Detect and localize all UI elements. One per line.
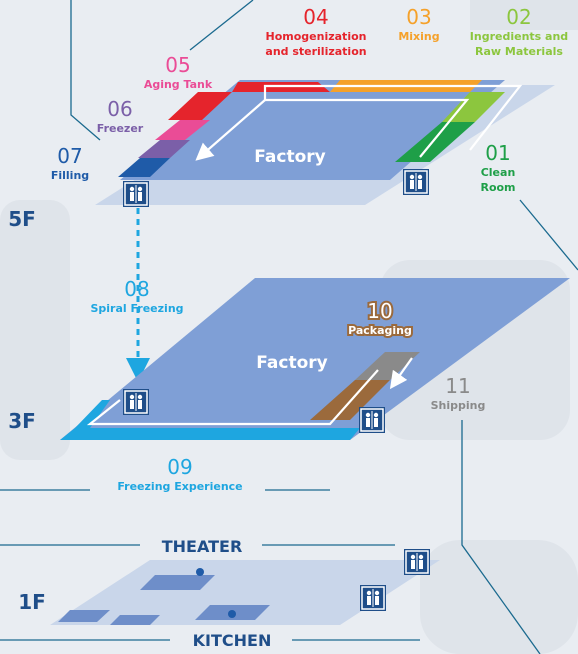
area-factory-3f: Factory xyxy=(256,353,327,373)
area-kitchen: KITCHEN xyxy=(193,631,272,650)
step-label-06: Freezer xyxy=(97,122,144,135)
floor-1f-platform xyxy=(50,560,440,625)
step-label-11: Shipping xyxy=(431,399,486,412)
step-number-11: 11 xyxy=(445,374,470,398)
area-factory-5f: Factory xyxy=(254,147,325,167)
step-label-02: Raw Materials xyxy=(475,45,563,58)
step-number-02: 02 xyxy=(506,5,531,29)
floor-label-3f: 3F xyxy=(8,409,36,433)
area-theater: THEATER xyxy=(162,537,243,556)
elevator-icon xyxy=(360,585,386,611)
step-number-04: 04 xyxy=(303,5,328,29)
elevator-icon xyxy=(403,169,429,195)
labels: 5F3F1FFactoryFactoryTHEATERKITCHEN01Clea… xyxy=(8,5,568,650)
step-label-01: Room xyxy=(480,181,515,194)
step-number-06: 06 xyxy=(107,97,132,121)
elevators xyxy=(123,169,430,611)
step-number-10: 10 xyxy=(367,299,392,323)
step-label-10: Packaging xyxy=(348,324,412,337)
step-label-03: Mixing xyxy=(398,30,439,43)
step-number-05: 05 xyxy=(165,53,190,77)
step-label-02: Ingredients and xyxy=(470,30,568,43)
step-number-03: 03 xyxy=(406,5,431,29)
floor-label-5f: 5F xyxy=(8,207,36,231)
floor-label-1f: 1F xyxy=(18,590,46,614)
elevator-icon xyxy=(123,181,149,207)
step-number-09: 09 xyxy=(167,455,192,479)
floor-5f-platform xyxy=(95,80,555,205)
elevator-icon xyxy=(359,407,385,433)
step-number-08: 08 xyxy=(124,277,149,301)
step-label-08: Spiral Freezing xyxy=(90,302,183,315)
step-label-04: and sterilization xyxy=(265,45,366,58)
step-label-04: Homogenization xyxy=(266,30,367,43)
elevator-icon xyxy=(404,549,430,575)
elevator-icon xyxy=(123,389,149,415)
step-label-05: Aging Tank xyxy=(144,78,213,91)
floor-3f-platform xyxy=(60,278,570,440)
step-label-01: Clean xyxy=(481,166,516,179)
step-label-07: Filling xyxy=(51,169,89,182)
step-number-07: 07 xyxy=(57,144,82,168)
step-label-09: Freezing Experience xyxy=(117,480,242,493)
step-number-01: 01 xyxy=(485,141,510,165)
